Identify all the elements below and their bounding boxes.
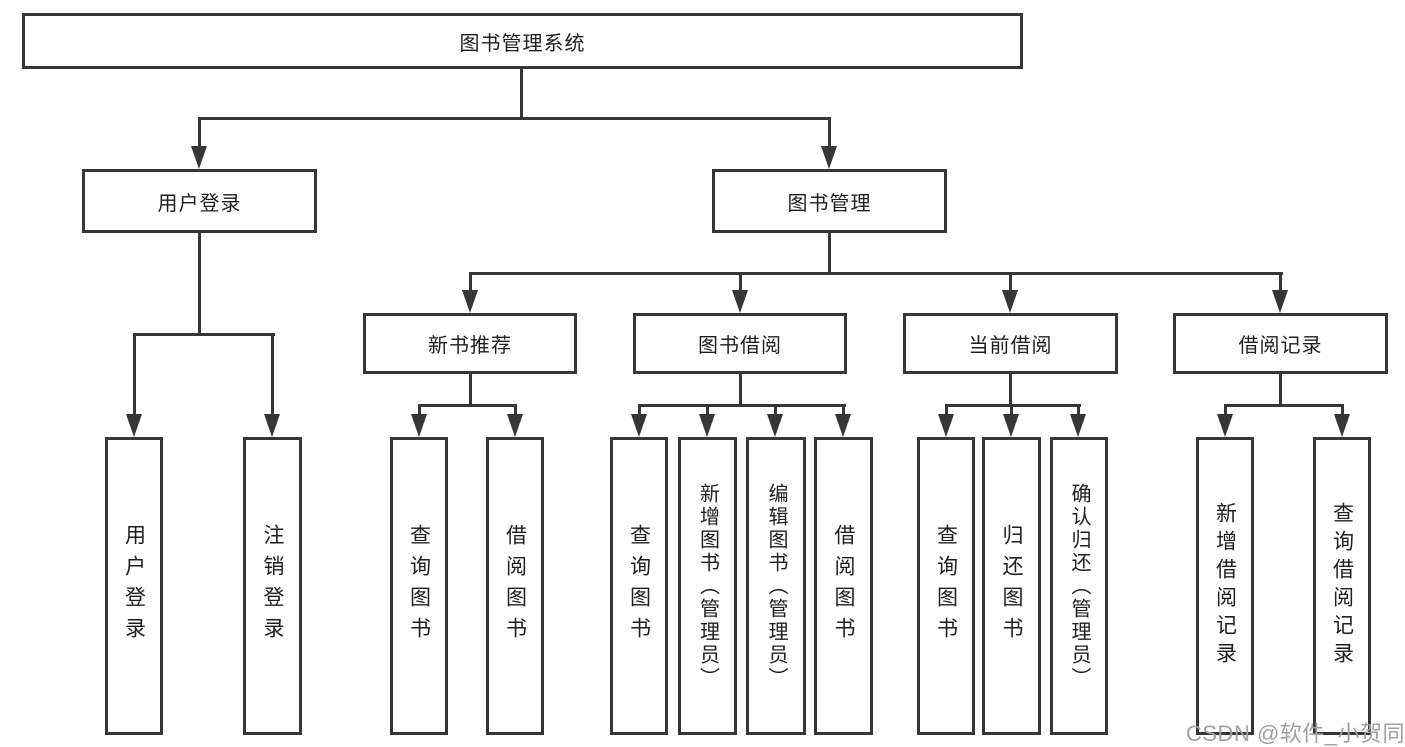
node-label: 确认归还（管理员） bbox=[1068, 482, 1090, 690]
arrow-down-icon bbox=[938, 414, 954, 437]
arrow-down-icon bbox=[1003, 414, 1019, 437]
node-label: 新书推荐 bbox=[428, 335, 512, 357]
connector-line-h bbox=[198, 117, 831, 120]
node-label: 查询图书 bbox=[407, 524, 431, 648]
connector-line-v bbox=[198, 117, 201, 148]
arrow-down-icon bbox=[1070, 414, 1086, 437]
connector-line-v bbox=[469, 272, 472, 292]
leaf-edit-books-admin: 编辑图书（管理员） bbox=[746, 437, 806, 735]
arrow-down-icon bbox=[631, 414, 647, 437]
leaf-add-borrow-record: 新增借阅记录 bbox=[1196, 437, 1254, 735]
arrow-down-icon bbox=[732, 290, 748, 313]
node-book-borrow: 图书借阅 bbox=[633, 313, 847, 374]
node-label: 图书借阅 bbox=[698, 335, 782, 357]
connector-line-v bbox=[842, 404, 845, 416]
connector-line-v bbox=[706, 404, 709, 416]
leaf-borrow-books: 借阅图书 bbox=[814, 437, 873, 735]
arrow-down-icon bbox=[1334, 414, 1350, 437]
connector-line-h bbox=[133, 333, 275, 336]
node-borrow-records: 借阅记录 bbox=[1173, 313, 1388, 374]
connector-line-h bbox=[1224, 404, 1344, 407]
csdn-watermark: CSDN @软件_小贺同学 bbox=[1186, 721, 1405, 746]
connector-line-v bbox=[1341, 404, 1344, 416]
node-label: 借阅图书 bbox=[503, 524, 527, 648]
connector-line-v bbox=[1009, 374, 1012, 407]
arrow-down-icon bbox=[507, 414, 523, 437]
node-new-book-recommend: 新书推荐 bbox=[363, 313, 577, 374]
connector-line-v bbox=[1009, 272, 1012, 292]
connector-line-v bbox=[1279, 374, 1282, 407]
arrow-down-icon bbox=[126, 414, 142, 437]
node-label: 新增图书（管理员） bbox=[696, 482, 719, 690]
leaf-query-borrow-record: 查询借阅记录 bbox=[1313, 437, 1371, 735]
leaf-borrow-books-recommend: 借阅图书 bbox=[486, 437, 544, 735]
connector-line-h bbox=[638, 404, 846, 407]
connector-line-h bbox=[945, 404, 1081, 407]
leaf-confirm-return-admin: 确认归还（管理员） bbox=[1050, 437, 1108, 735]
arrow-down-icon bbox=[264, 414, 280, 437]
node-label: 用户登录 bbox=[122, 524, 146, 648]
node-label: 图书管理系统 bbox=[459, 32, 586, 55]
node-root-system: 图书管理系统 bbox=[22, 13, 1023, 69]
connector-line-v bbox=[739, 374, 742, 407]
connector-line-v bbox=[945, 404, 948, 416]
leaf-query-books-borrow: 查询图书 bbox=[610, 437, 668, 735]
arrow-down-icon bbox=[767, 414, 783, 437]
arrow-down-icon bbox=[411, 414, 427, 437]
connector-line-v bbox=[828, 233, 831, 275]
node-label: 归还图书 bbox=[1000, 524, 1023, 648]
arrow-down-icon bbox=[1272, 290, 1288, 313]
node-book-management: 图书管理 bbox=[712, 169, 947, 233]
connector-line-v bbox=[198, 233, 201, 336]
connector-line-h bbox=[418, 404, 517, 407]
node-label: 查询图书 bbox=[627, 524, 651, 648]
node-label: 查询借阅记录 bbox=[1330, 502, 1354, 670]
node-label: 借阅图书 bbox=[832, 524, 855, 648]
connector-line-v bbox=[514, 404, 517, 416]
connector-line-v bbox=[133, 333, 136, 414]
arrow-down-icon bbox=[699, 414, 715, 437]
node-user-login: 用户登录 bbox=[82, 169, 317, 233]
node-label: 查询图书 bbox=[934, 524, 958, 648]
node-label: 新增借阅记录 bbox=[1213, 502, 1237, 670]
arrow-down-icon bbox=[462, 290, 478, 313]
leaf-query-books-current: 查询图书 bbox=[917, 437, 975, 735]
leaf-query-books-recommend: 查询图书 bbox=[390, 437, 448, 735]
arrow-down-icon bbox=[821, 146, 837, 169]
node-label: 图书管理 bbox=[787, 192, 872, 215]
connector-line-v bbox=[1010, 404, 1013, 416]
node-label: 编辑图书（管理员） bbox=[765, 482, 787, 690]
leaf-add-books-admin: 新增图书（管理员） bbox=[678, 437, 737, 735]
connector-line-v bbox=[828, 117, 831, 148]
connector-line-v bbox=[520, 68, 523, 118]
arrow-down-icon bbox=[1002, 290, 1018, 313]
connector-line-v bbox=[1224, 404, 1227, 416]
node-label: 注销登录 bbox=[261, 524, 284, 648]
connector-line-h bbox=[469, 272, 1283, 275]
connector-line-v bbox=[774, 404, 777, 416]
arrow-down-icon bbox=[1217, 414, 1233, 437]
connector-line-v bbox=[271, 333, 274, 414]
leaf-return-books: 归还图书 bbox=[982, 437, 1041, 735]
arrow-down-icon bbox=[191, 146, 207, 169]
connector-line-v bbox=[418, 404, 421, 416]
leaf-user-login: 用户登录 bbox=[105, 437, 163, 735]
connector-line-v bbox=[739, 272, 742, 292]
node-label: 借阅记录 bbox=[1238, 335, 1323, 357]
node-current-borrow: 当前借阅 bbox=[903, 313, 1118, 374]
node-label: 用户登录 bbox=[157, 192, 242, 215]
leaf-logout: 注销登录 bbox=[243, 437, 302, 735]
arrow-down-icon bbox=[835, 414, 851, 437]
connector-line-v bbox=[1077, 404, 1080, 416]
connector-line-v bbox=[638, 404, 641, 416]
node-label: 当前借阅 bbox=[968, 335, 1053, 357]
connector-line-v bbox=[469, 374, 472, 407]
connector-line-v bbox=[1279, 272, 1282, 292]
